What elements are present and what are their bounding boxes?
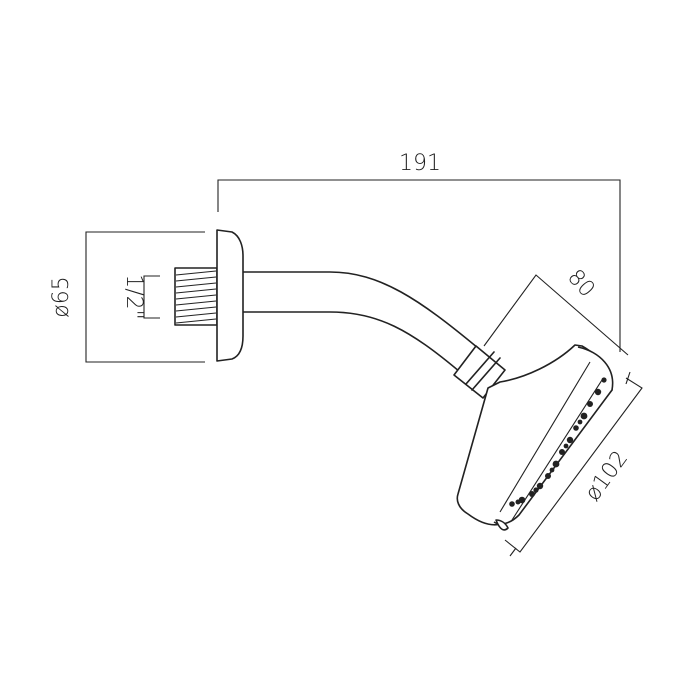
thread-lines (175, 270, 217, 324)
dimension-thread-size: 1/2" (121, 274, 160, 320)
dimension-escutcheon-diameter: ø65 (49, 231, 205, 363)
threaded-inlet (174, 267, 218, 326)
spray-nozzles (509, 377, 607, 507)
shower-arm (239, 271, 479, 373)
escutcheon-diameter-extension-lines (85, 231, 205, 363)
escutcheon-flange (216, 229, 244, 362)
overall-length-extension-lines (217, 179, 621, 352)
thread-size-bracket (143, 275, 160, 319)
head-diameter-label: ø102 (580, 446, 633, 506)
head-diameter-extension-lines (504, 377, 643, 553)
dimension-overall-length: 191 (217, 151, 621, 352)
dimension-head-depth: 80 (483, 265, 629, 356)
head-depth-label: 80 (562, 265, 599, 303)
escutcheon-diameter-label: ø65 (49, 276, 74, 317)
shower-head-tip (495, 519, 509, 531)
thread-size-label: 1/2" (121, 274, 146, 320)
head-depth-extension-lines (483, 274, 629, 356)
overall-length-label: 191 (399, 151, 441, 176)
